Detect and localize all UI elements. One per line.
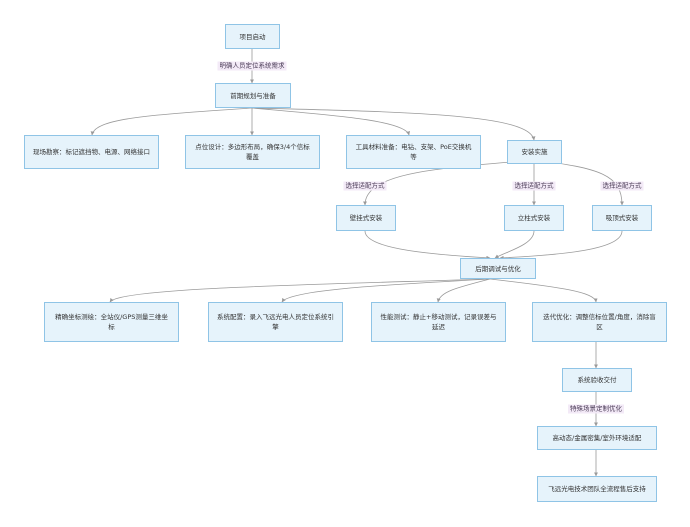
edge-debug-coord [109,278,491,303]
edge-label-pole-choice: 选择适配方式 [512,181,556,191]
node-point-design: 点位设计：多边形布局，确保3/4个信标覆盖 [185,135,320,169]
edge-debug-iterate [489,278,598,303]
node-site-survey: 现场勘察：标记遮挡物、电源、网络接口 [24,135,159,169]
edge-label-requirements: 明确人员定位系统需求 [217,61,287,71]
node-debug-optimize: 后期调试与优化 [460,258,536,279]
node-acceptance: 系统验收交付 [562,368,632,392]
node-perf-test: 性能测试：静止+移动测试，记录误差与延迟 [371,302,506,342]
node-ceiling-mount: 吸顶式安装 [592,205,652,231]
edge-ceiling-debug [499,230,623,260]
node-iterate-optimize: 迭代优化：调整信标位置/角度，消除盲区 [532,302,667,342]
edge-label-wall-choice: 选择适配方式 [343,181,387,191]
edge-plan-tools [251,107,410,136]
node-project-start: 项目启动 [225,24,280,49]
edge-plan-survey [90,107,253,136]
node-coord-survey: 精确坐标测绘：全站仪/GPS测量三维坐标 [44,302,179,342]
node-system-config: 系统配置：录入飞远光电人员定位系统引擎 [208,302,343,342]
edge-pole-debug [494,230,535,259]
edge-debug-perf [436,278,491,303]
node-planning: 前期规划与准备 [215,83,291,108]
edge-label-ceiling-choice: 选择适配方式 [600,181,644,191]
node-tools-prep: 工具材料准备：电钻、支架、PoE交换机等 [346,135,481,169]
node-after-sales: 飞远光电技术团队全流程售后支持 [537,476,657,502]
edge-debug-config [281,278,491,303]
edge-wall-debug [364,230,491,260]
edge-plan-install [251,107,536,141]
node-install: 安装实施 [507,140,562,164]
node-env-adaptation: 高动态/金属密集/室外环境适配 [537,426,657,450]
node-wall-mount: 壁挂式安装 [336,205,396,231]
node-pole-mount: 立柱式安装 [504,205,564,231]
edge-label-special-scenario: 特殊场景定制优化 [568,404,624,414]
edge-install-wall [363,159,535,206]
